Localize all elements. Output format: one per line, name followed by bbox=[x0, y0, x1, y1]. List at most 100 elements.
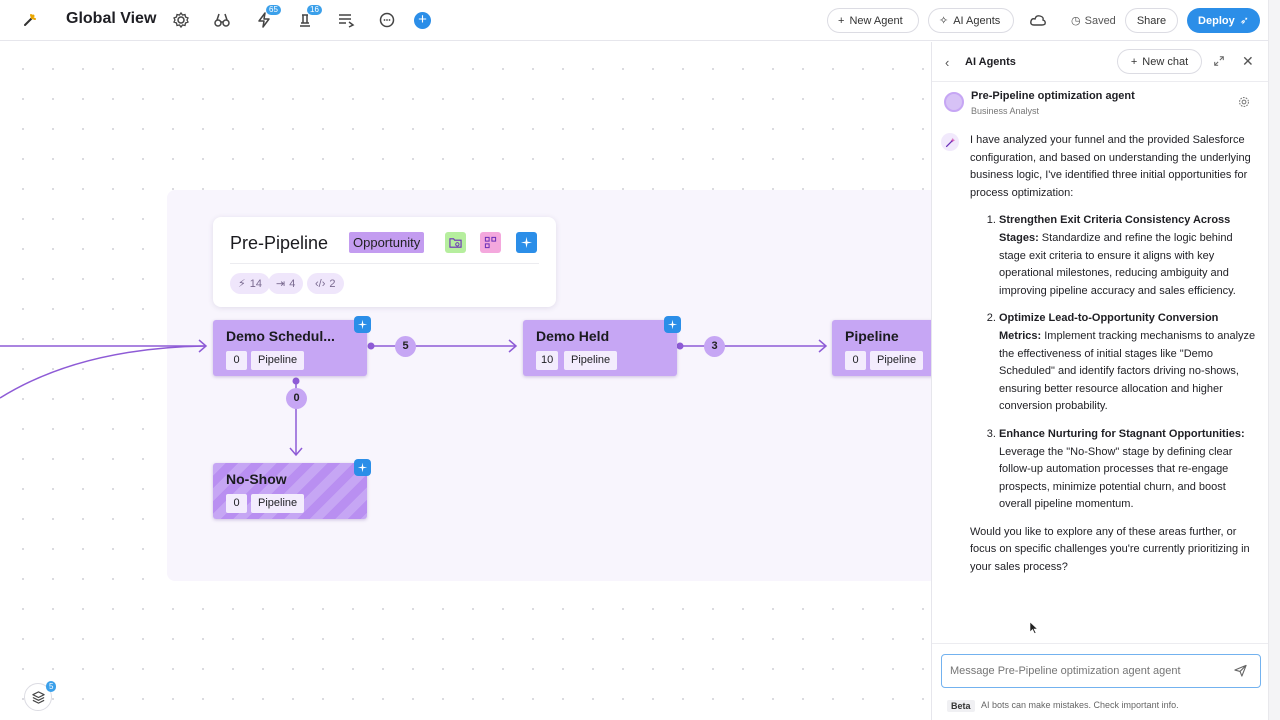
stage-node-demo-scheduled[interactable]: Demo Schedul... 0 Pipeline bbox=[213, 316, 371, 376]
settings-gear-icon[interactable] bbox=[172, 11, 190, 29]
close-icon[interactable]: ✕ bbox=[1242, 53, 1254, 69]
cloud-icon[interactable] bbox=[1029, 11, 1047, 29]
node-type-label: Pipeline bbox=[251, 351, 305, 370]
folder-settings-icon[interactable] bbox=[445, 232, 466, 253]
binoculars-icon[interactable] bbox=[213, 11, 231, 29]
stages-count-badge: 16 bbox=[307, 5, 322, 15]
plus-icon: + bbox=[1130, 55, 1138, 68]
share-button[interactable]: Share bbox=[1125, 8, 1178, 33]
list-icon[interactable] bbox=[337, 11, 355, 29]
divider bbox=[230, 263, 539, 264]
stage-node-demo-held[interactable]: Demo Held 10 Pipeline bbox=[523, 316, 681, 376]
chat-bubble-icon[interactable] bbox=[378, 11, 396, 29]
node-count: 0 bbox=[226, 494, 247, 513]
disclaimer-text: AI bots can make mistakes. Check importa… bbox=[981, 700, 1179, 710]
recommendation-item: Strengthen Exit Criteria Consistency Acr… bbox=[999, 212, 1256, 300]
ai-sparkle-icon[interactable] bbox=[354, 316, 371, 333]
new-agent-label: New Agent bbox=[849, 14, 903, 27]
node-count: 0 bbox=[226, 351, 247, 370]
automations-chip[interactable]: ⚡︎ 14 bbox=[230, 273, 270, 294]
edge-handle bbox=[292, 377, 300, 385]
share-label: Share bbox=[1136, 14, 1167, 27]
node-title: Pipeline bbox=[845, 328, 899, 344]
window-scrollbar[interactable] bbox=[1268, 0, 1280, 720]
automations-chip-value: 14 bbox=[249, 277, 262, 290]
agent-name: Pre-Pipeline optimization agent bbox=[971, 90, 1135, 102]
edge-handle bbox=[367, 342, 375, 350]
edges-layer bbox=[0, 339, 828, 457]
automations-bolt-icon[interactable]: 65 bbox=[255, 5, 281, 29]
mouse-cursor-icon bbox=[1030, 622, 1038, 634]
new-agent-button[interactable]: + New Agent bbox=[827, 8, 919, 33]
saved-status: ◷ Saved bbox=[1071, 14, 1116, 28]
agent-role: Business Analyst bbox=[971, 106, 1040, 116]
ai-agents-button[interactable]: ✧ AI Agents bbox=[928, 8, 1014, 33]
code-chip-value: 2 bbox=[329, 277, 336, 290]
bolt-icon: ⚡︎ bbox=[238, 278, 246, 290]
recommendation-item: Enhance Nurturing for Stagnant Opportuni… bbox=[999, 426, 1256, 514]
expand-icon[interactable] bbox=[1213, 54, 1227, 68]
ai-agents-panel: ‹ AI Agents + New chat ✕ Pre-Pipeline op… bbox=[931, 42, 1268, 720]
new-chat-button[interactable]: + New chat bbox=[1117, 49, 1202, 74]
edge-count-badge[interactable]: 3 bbox=[704, 336, 725, 357]
recommendation-body: Implement tracking mechanisms to analyze… bbox=[999, 329, 1256, 413]
app-logo-icon[interactable] bbox=[22, 12, 38, 28]
edge-count-badge[interactable]: 5 bbox=[395, 336, 416, 357]
stage-node-pipeline[interactable]: Pipeline 0 Pipeline bbox=[832, 320, 931, 376]
node-type-label: Pipeline bbox=[251, 494, 305, 513]
deploy-button[interactable]: Deploy ➶ bbox=[1187, 8, 1260, 33]
recommendation-body: Standardize and refine the logic behind … bbox=[999, 231, 1236, 297]
recommendation-list: Strengthen Exit Criteria Consistency Acr… bbox=[970, 212, 1256, 514]
stage-group-card[interactable]: Pre-Pipeline Opportunity ⚡︎ 14 ⇥ 4 ‹/› 2 bbox=[213, 217, 556, 307]
page-title: Global View bbox=[66, 10, 157, 27]
node-count: 0 bbox=[845, 351, 866, 370]
divider bbox=[932, 81, 1268, 82]
object-tag[interactable]: Opportunity bbox=[349, 232, 425, 253]
divider bbox=[932, 643, 1268, 644]
layers-count-badge: 5 bbox=[46, 681, 57, 692]
ai-sparkle-icon[interactable] bbox=[516, 232, 537, 253]
node-title: Demo Held bbox=[536, 328, 610, 344]
send-icon[interactable] bbox=[1234, 664, 1248, 678]
recommendation-heading: Enhance Nurturing for Stagnant Opportuni… bbox=[999, 427, 1245, 440]
add-button[interactable]: + bbox=[414, 12, 431, 29]
node-title: No-Show bbox=[226, 471, 287, 487]
node-type-label: Pipeline bbox=[870, 351, 924, 370]
sparkle-icon: ✧ bbox=[939, 15, 949, 27]
arrowhead bbox=[508, 339, 518, 353]
code-icon: ‹/› bbox=[315, 277, 326, 290]
message-input[interactable] bbox=[941, 654, 1261, 688]
panel-title: AI Agents bbox=[965, 56, 1016, 68]
clock-icon: ◷ bbox=[1071, 15, 1081, 27]
entries-chip-value: 4 bbox=[289, 277, 296, 290]
entries-chip[interactable]: ⇥ 4 bbox=[268, 273, 304, 294]
incoming-curved-edge bbox=[0, 345, 206, 399]
message-outro: Would you like to explore any of these a… bbox=[970, 525, 1250, 574]
stage-node-no-show[interactable]: No-Show 0 Pipeline bbox=[213, 459, 371, 519]
ai-agents-label: AI Agents bbox=[953, 14, 1001, 27]
recommendation-body: Leverage the "No-Show" stage by defining… bbox=[999, 445, 1233, 511]
arrowhead bbox=[818, 339, 828, 353]
agent-settings-gear-icon[interactable] bbox=[1238, 95, 1252, 109]
code-chip[interactable]: ‹/› 2 bbox=[307, 273, 344, 294]
ai-sparkle-icon[interactable] bbox=[664, 316, 681, 333]
edge-count-badge[interactable]: 0 bbox=[286, 388, 307, 409]
layers-icon bbox=[31, 690, 45, 704]
group-title: Pre-Pipeline bbox=[230, 233, 329, 253]
workflow-icon[interactable] bbox=[480, 232, 501, 253]
flow-canvas[interactable]: Pre-Pipeline Opportunity ⚡︎ 14 ⇥ 4 ‹/› 2… bbox=[0, 42, 931, 720]
arrowhead bbox=[198, 339, 208, 353]
agent-avatar bbox=[944, 92, 964, 112]
beta-badge: Beta bbox=[947, 700, 975, 712]
back-chevron-icon[interactable]: ‹ bbox=[945, 55, 950, 70]
arrowhead bbox=[289, 447, 303, 457]
node-type-label: Pipeline bbox=[564, 351, 618, 370]
node-count: 10 bbox=[536, 351, 559, 370]
ai-sparkle-icon[interactable] bbox=[354, 459, 371, 476]
deploy-label: Deploy bbox=[1198, 14, 1235, 27]
top-bar: Global View 65 16 + + New Agent ✧ AI Age… bbox=[0, 0, 1268, 41]
recommendation-heading: Optimize Lead-to-Opportunity Conversion … bbox=[999, 312, 1219, 342]
new-chat-label: New chat bbox=[1142, 55, 1189, 68]
stages-icon[interactable]: 16 bbox=[296, 5, 322, 29]
edge-handle bbox=[676, 342, 684, 350]
